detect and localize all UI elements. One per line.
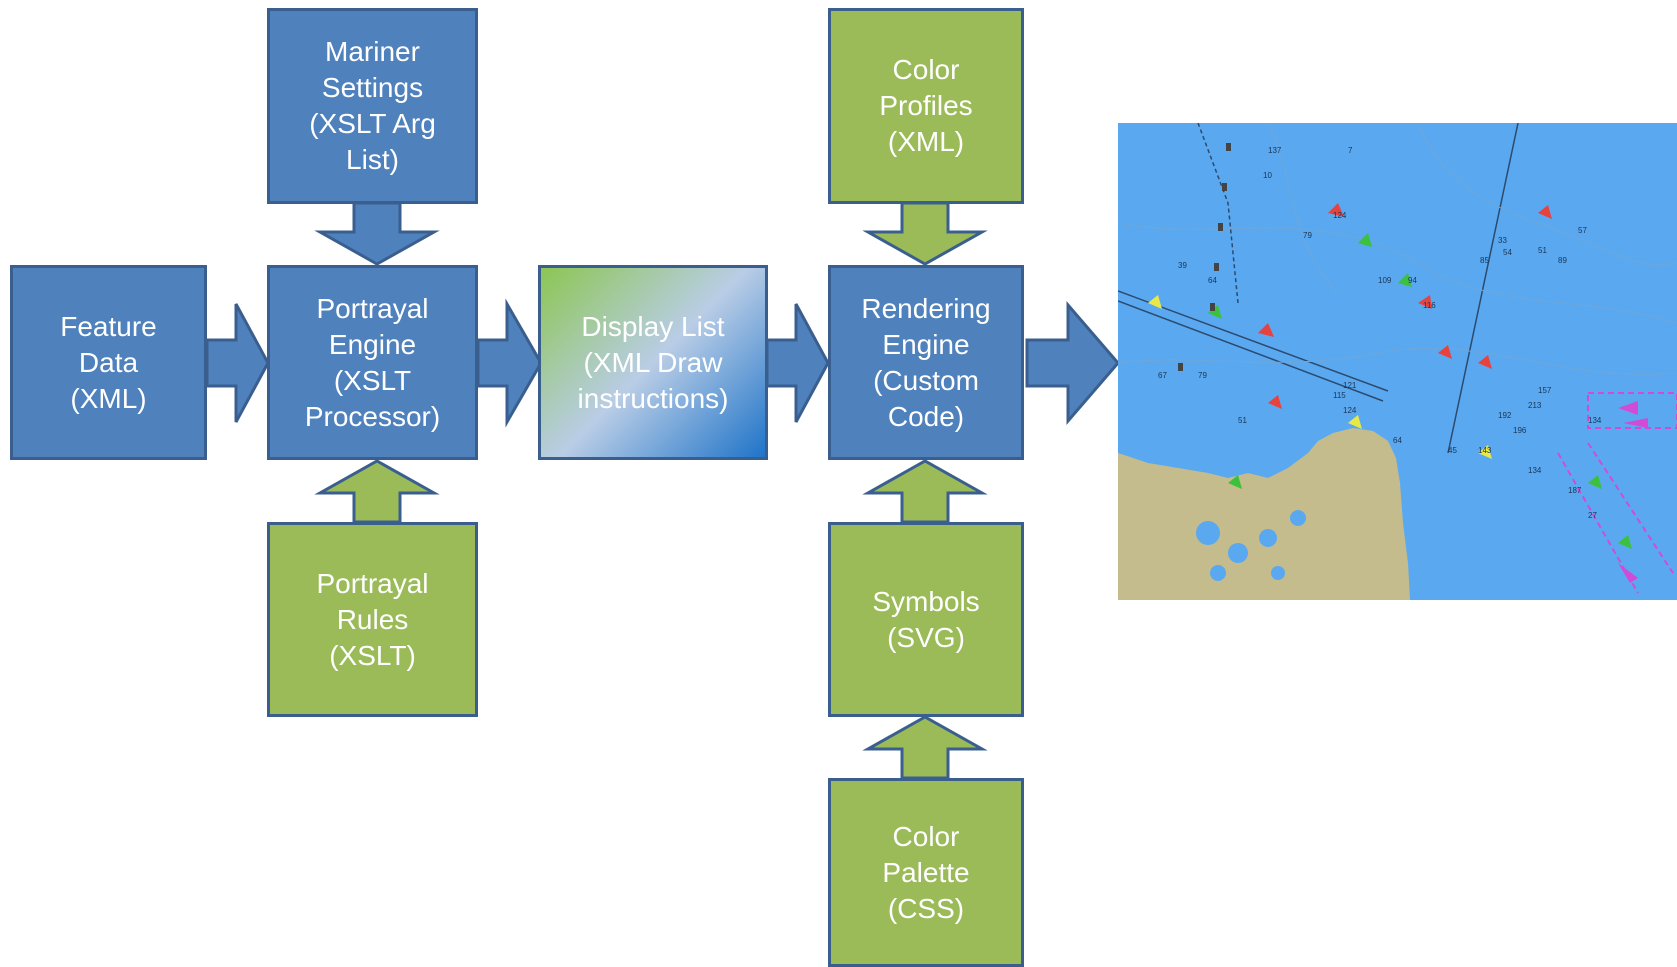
portrayal-rules-label: Portrayal Rules (XSLT) [316, 567, 429, 671]
svg-text:192: 192 [1498, 411, 1512, 420]
svg-text:64: 64 [1393, 436, 1402, 445]
svg-text:33: 33 [1498, 236, 1507, 245]
color-profiles-box: Color Profiles (XML) [828, 8, 1024, 204]
mariner-settings-label: Mariner Settings (XSLT Arg List) [309, 36, 436, 175]
arrow-rendering-to-chart [1025, 300, 1120, 426]
svg-text:10: 10 [1263, 171, 1272, 180]
svg-text:124: 124 [1333, 211, 1347, 220]
svg-text:143: 143 [1478, 446, 1492, 455]
symbols-label: Symbols (SVG) [872, 585, 980, 653]
svg-text:79: 79 [1303, 231, 1312, 240]
arrow-display-to-rendering [765, 303, 830, 423]
svg-text:89: 89 [1558, 256, 1567, 265]
arrow-palette-to-symbols [862, 715, 988, 780]
svg-text:109: 109 [1378, 276, 1392, 285]
svg-text:187: 187 [1568, 486, 1582, 495]
svg-text:64: 64 [1208, 276, 1217, 285]
svg-text:51: 51 [1538, 246, 1547, 255]
feature-data-label: Feature Data (XML) [60, 310, 157, 414]
rendering-engine-label: Rendering Engine (Custom Code) [861, 292, 991, 432]
svg-text:157: 157 [1538, 386, 1552, 395]
arrow-profiles-to-rendering [862, 201, 988, 266]
svg-text:54: 54 [1503, 248, 1512, 257]
svg-text:121: 121 [1343, 381, 1357, 390]
display-list-label: Display List (XML Draw instructions) [577, 310, 729, 414]
portrayal-engine-label: Portrayal Engine (XSLT Processor) [304, 292, 441, 432]
arrow-mariner-to-portrayal [314, 201, 440, 266]
symbols-box: Symbols (SVG) [828, 522, 1024, 717]
color-palette-box: Color Palette (CSS) [828, 778, 1024, 967]
svg-text:85: 85 [1480, 256, 1489, 265]
rendering-engine-box: Rendering Engine (Custom Code) [828, 265, 1024, 460]
arrow-rules-to-portrayal [314, 459, 440, 524]
svg-text:213: 213 [1528, 401, 1542, 410]
portrayal-rules-box: Portrayal Rules (XSLT) [267, 522, 478, 717]
svg-text:57: 57 [1578, 226, 1587, 235]
arrow-symbols-to-rendering [862, 459, 988, 524]
arrow-portrayal-to-display [476, 298, 543, 428]
color-profiles-label: Color Profiles (XML) [879, 54, 973, 157]
svg-text:39: 39 [1178, 261, 1187, 270]
nautical-chart-image: 137 7 10 79 124 57 33 54 51 85 89 39 64 … [1118, 123, 1677, 600]
color-palette-label: Color Palette (CSS) [882, 820, 970, 924]
arrow-feature-to-portrayal [205, 303, 270, 423]
svg-text:137: 137 [1268, 146, 1282, 155]
svg-text:196: 196 [1513, 426, 1527, 435]
svg-text:7: 7 [1348, 146, 1353, 155]
svg-text:27: 27 [1588, 511, 1597, 520]
feature-data-box: Feature Data (XML) [10, 265, 207, 460]
svg-text:45: 45 [1448, 446, 1457, 455]
svg-text:67: 67 [1158, 371, 1167, 380]
svg-text:134: 134 [1588, 416, 1602, 425]
svg-text:94: 94 [1408, 276, 1417, 285]
portrayal-engine-box: Portrayal Engine (XSLT Processor) [267, 265, 478, 460]
svg-text:115: 115 [1333, 391, 1346, 400]
svg-text:79: 79 [1198, 371, 1207, 380]
svg-text:134: 134 [1528, 466, 1542, 475]
display-list-box: Display List (XML Draw instructions) [538, 265, 768, 460]
svg-text:116: 116 [1423, 301, 1436, 310]
mariner-settings-box: Mariner Settings (XSLT Arg List) [267, 8, 478, 204]
svg-text:51: 51 [1238, 416, 1247, 425]
svg-text:124: 124 [1343, 406, 1357, 415]
